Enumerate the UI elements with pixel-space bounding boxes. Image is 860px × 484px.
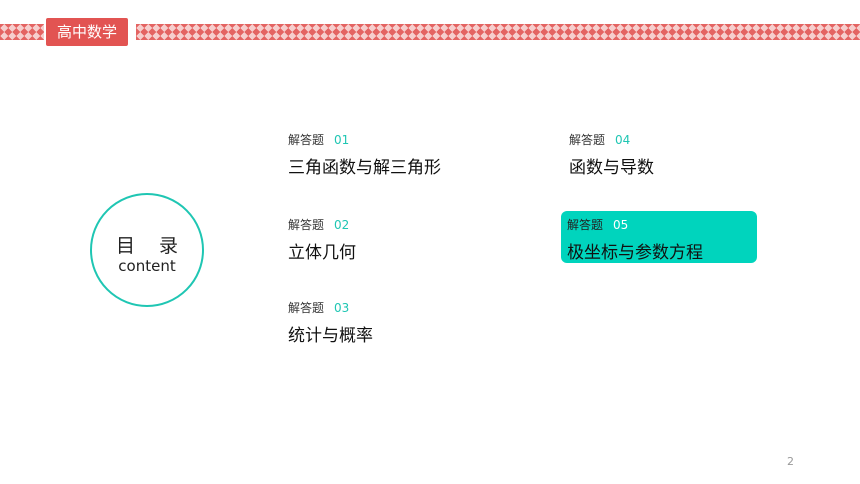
page-number: 2 (787, 455, 794, 468)
toc-item-number: 04 (615, 133, 631, 147)
decorative-pattern-band-right (136, 24, 860, 40)
subject-badge: 高中数学 (46, 18, 128, 46)
toc-item-number: 01 (334, 133, 350, 147)
toc-subtitle: content (118, 257, 176, 275)
toc-item-number: 03 (334, 301, 350, 315)
decorative-pattern-band-left (0, 24, 44, 40)
toc-item-number: 02 (334, 218, 350, 232)
toc-item-number: 05 (613, 218, 629, 232)
toc-item-topic: 极坐标与参数方程 (567, 243, 703, 263)
toc-title: 目 录 (115, 235, 188, 257)
toc-item-topic: 统计与概率 (288, 326, 373, 346)
toc-item-topic: 三角函数与解三角形 (288, 158, 441, 178)
toc-circle: 目 录 content (90, 193, 204, 307)
toc-item-topic: 函数与导数 (569, 158, 654, 178)
toc-item-topic: 立体几何 (288, 243, 356, 263)
